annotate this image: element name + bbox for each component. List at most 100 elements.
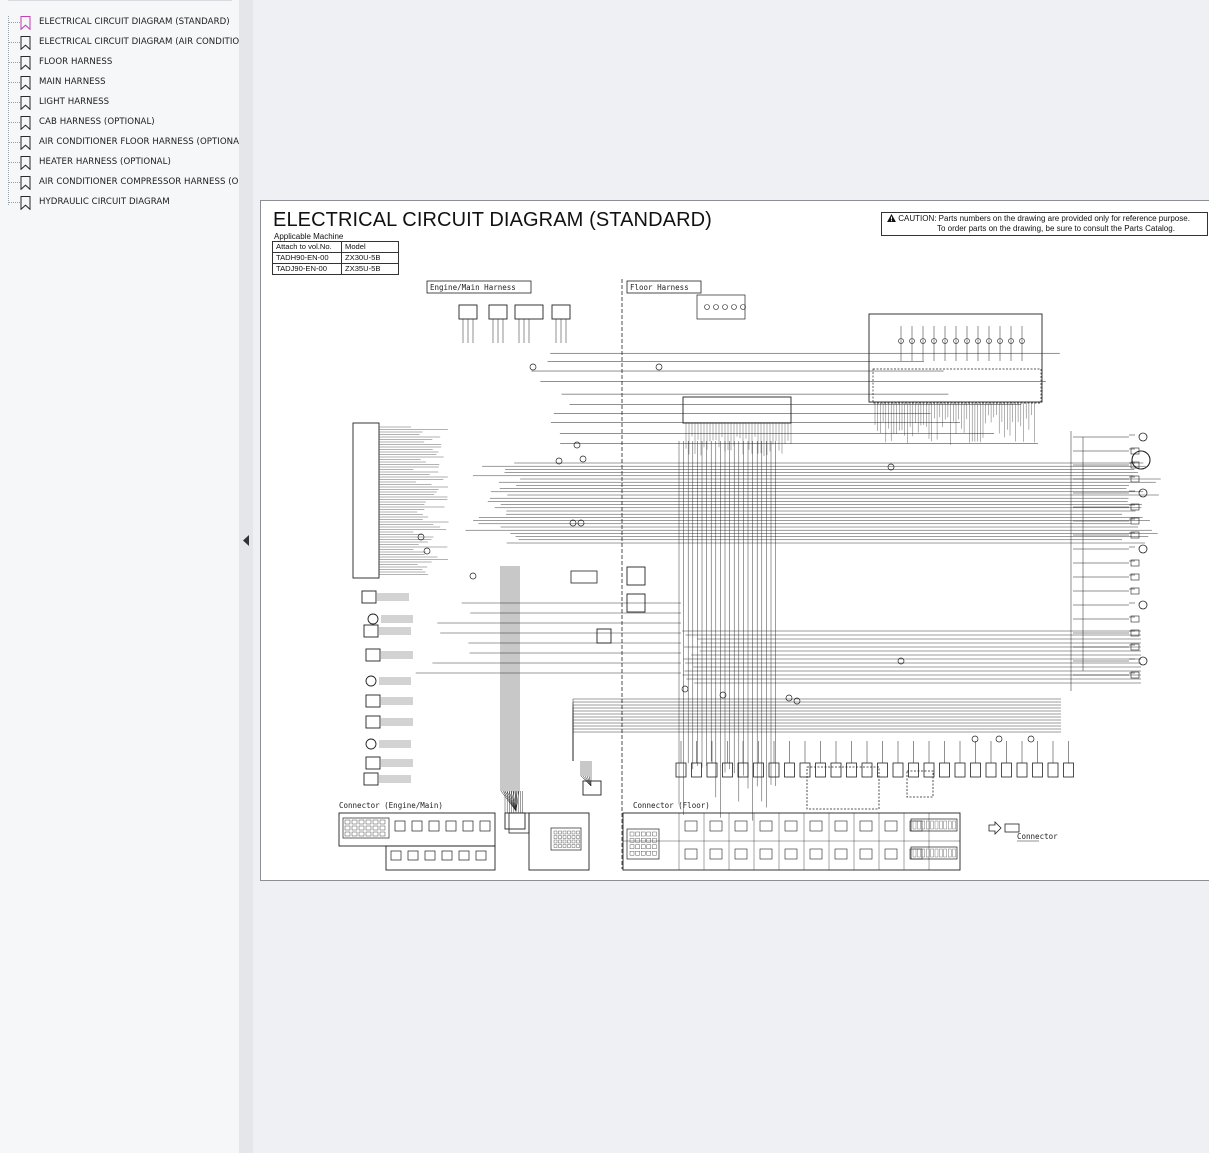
bookmark-icon [20, 176, 31, 190]
terminal [569, 519, 577, 527]
table-header: Attach to vol.No. [272, 241, 342, 253]
wire [504, 790, 517, 812]
sidebar-splitter[interactable] [239, 0, 253, 1153]
component-box [441, 850, 453, 861]
terminal [785, 694, 793, 702]
component-box [553, 835, 558, 839]
component-box [365, 825, 372, 831]
component-box [394, 820, 406, 832]
component-box [553, 830, 558, 835]
bookmark-item[interactable]: HYDRAULIC CIRCUIT DIAGRAM [0, 192, 239, 212]
bookmark-item[interactable]: ELECTRICAL CIRCUIT DIAGRAM (AIR CONDITIO… [0, 32, 239, 52]
component-box [372, 831, 379, 837]
component-box [806, 766, 880, 810]
terminal [887, 463, 895, 471]
component-box [1130, 615, 1140, 623]
bookmark-item[interactable]: LIGHT HARNESS [0, 92, 239, 112]
component-box [930, 820, 934, 830]
terminal [1138, 488, 1148, 498]
component-box [571, 835, 576, 839]
component-box [1130, 671, 1140, 679]
terminal [793, 697, 801, 705]
component-box [952, 848, 956, 858]
bookmark-item[interactable]: FLOOR HARNESS [0, 52, 239, 72]
section-label-floor: Floor Harness [630, 283, 689, 292]
terminal [731, 304, 737, 310]
component-box [906, 770, 934, 798]
bookmark-item[interactable]: MAIN HARNESS [0, 72, 239, 92]
component-box [934, 848, 939, 858]
component-box [784, 848, 798, 860]
component-box [921, 820, 925, 830]
bookmark-label: AIR CONDITIONER COMPRESSOR HARNESS (OPTI [39, 177, 239, 187]
component-box [709, 820, 723, 832]
component-box [954, 762, 966, 778]
component-box [1032, 762, 1043, 778]
component-box [1130, 531, 1140, 539]
terminal [920, 338, 926, 344]
component-box [652, 831, 657, 837]
bookmark-item[interactable]: AIR CONDITIONER COMPRESSOR HARNESS (OPTI [0, 172, 239, 192]
component-box [407, 850, 419, 861]
component-box [784, 820, 798, 832]
terminal [964, 338, 970, 344]
component-box [342, 817, 390, 839]
component-box [553, 839, 558, 844]
component-box [1130, 475, 1140, 483]
bookmark-item[interactable]: AIR CONDITIONER FLOOR HARNESS (OPTIONAL) [0, 132, 239, 152]
terminal [655, 363, 663, 371]
component-box [458, 304, 478, 320]
component-box [641, 851, 646, 856]
bookmark-item[interactable]: CAB HARNESS (OPTIONAL) [0, 112, 239, 132]
tree-connector [8, 122, 20, 123]
terminal [1138, 432, 1148, 442]
component-box [475, 850, 487, 861]
component-box [696, 294, 746, 320]
bookmark-list: ELECTRICAL CIRCUIT DIAGRAM (STANDARD)ELE… [0, 12, 239, 212]
component-box [917, 820, 921, 830]
bookmark-item[interactable]: ELECTRICAL CIRCUIT DIAGRAM (STANDARD) [0, 12, 239, 32]
connector-label-floor: Connector (Floor) [633, 801, 710, 810]
collapse-sidebar-icon[interactable] [243, 535, 249, 546]
table-row: TADH90-EN-00 ZX30U-5B [272, 252, 399, 264]
component-box [921, 848, 925, 858]
connector-label-engine: Connector (Engine/Main) [339, 801, 443, 810]
component-box [646, 851, 651, 856]
component-box [558, 835, 562, 839]
tree-connector [8, 102, 20, 103]
bookmark-icon [20, 136, 31, 150]
component-box [562, 835, 567, 839]
component-box [358, 819, 365, 825]
component-box [567, 835, 571, 839]
component-box [351, 825, 358, 831]
bookmark-item[interactable]: HEATER HARNESS (OPTIONAL) [0, 152, 239, 172]
component-box [551, 304, 571, 320]
component-box [892, 762, 904, 778]
terminal [931, 338, 937, 344]
terminal [469, 572, 477, 580]
component-box [562, 844, 567, 848]
component-box [646, 831, 651, 837]
component-box [799, 762, 811, 778]
component-box [428, 820, 440, 832]
table-row: TADJ90-EN-00 ZX35U-5B [272, 263, 399, 275]
component-box [675, 762, 687, 778]
component-box [872, 368, 1042, 404]
component-box [576, 839, 580, 844]
component-box [709, 848, 723, 860]
component-box [562, 830, 567, 835]
table-cell: ZX30U-5B [341, 252, 399, 264]
component-box [361, 590, 377, 604]
component-box [1130, 461, 1140, 469]
wire [512, 790, 517, 812]
component-box [635, 851, 640, 856]
component-box [570, 570, 598, 584]
component-box [926, 848, 930, 858]
terminal [722, 304, 728, 310]
bookmark-label: HEATER HARNESS (OPTIONAL) [39, 157, 171, 167]
component-box [759, 820, 773, 832]
component-box [908, 762, 919, 778]
tree-connector [8, 142, 20, 143]
component-box [629, 851, 635, 856]
terminal [997, 338, 1003, 344]
